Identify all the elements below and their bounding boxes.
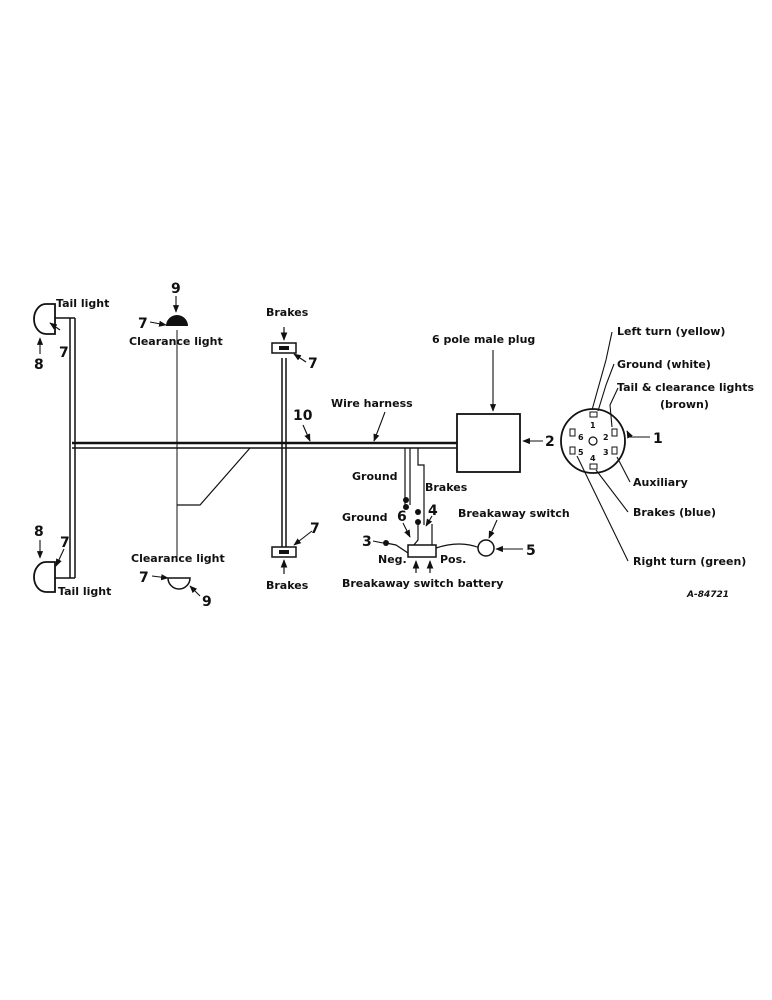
tail-light-top-label: Tail light: [56, 297, 109, 310]
clearance-light-top: [166, 315, 188, 326]
brake-top: [271, 327, 297, 354]
callout-6: 6: [397, 509, 407, 525]
ground-upper-label: Ground: [352, 470, 398, 483]
pin-2: 2: [603, 433, 609, 442]
callout-5: 5: [526, 543, 536, 559]
breakaway-switch: [477, 539, 495, 557]
callout-9-bottom: 9: [202, 594, 212, 610]
callout-7-brake-bottom: 7: [310, 521, 320, 537]
brakes-top-label: Brakes: [266, 306, 309, 319]
breakaway-wiring: [383, 448, 495, 573]
callout-7-tail-top: 7: [59, 345, 69, 361]
callout-7-brake-top: 7: [308, 356, 318, 372]
right-turn-label: Right turn (green): [633, 555, 746, 568]
clearance-light-top-label: Clearance light: [129, 335, 223, 348]
callout-8-top: 8: [34, 357, 44, 373]
callout-2: 2: [545, 434, 555, 450]
leader-lines: [36, 296, 650, 597]
auxiliary-label: Auxiliary: [633, 476, 688, 489]
breakaway-switch-label: Breakaway switch: [458, 507, 570, 520]
six-pole-plug-label: 6 pole male plug: [432, 333, 535, 346]
pin-3: 3: [603, 448, 609, 457]
drawing-code: A-84721: [686, 590, 729, 600]
left-turn-label: Left turn (yellow): [617, 325, 725, 338]
six-pole-plug-box: [456, 413, 521, 473]
ground-white-label: Ground (white): [617, 358, 711, 371]
brake-bottom: [271, 546, 297, 574]
wire-harness: [55, 317, 457, 579]
brakes-blue-label: Brakes (blue): [633, 506, 716, 519]
callout-10: 10: [293, 408, 313, 424]
wire-harness-label: Wire harness: [331, 397, 413, 410]
pin-1: 1: [590, 421, 596, 430]
callout-1: 1: [653, 431, 663, 447]
brakes-bottom-label: Brakes: [266, 579, 309, 592]
callout-9-top: 9: [171, 281, 181, 297]
brown-label: (brown): [660, 398, 709, 411]
callout-7-tail-bottom: 7: [60, 535, 70, 551]
brakes-mid-label: Brakes: [425, 481, 468, 494]
tail-clearance-label: Tail & clearance lights: [617, 381, 754, 394]
pin-4: 4: [590, 454, 596, 463]
breakaway-battery: [407, 544, 437, 558]
tail-light-bottom: [33, 561, 56, 593]
pos-label: Pos.: [440, 553, 466, 566]
neg-label: Neg.: [378, 553, 407, 566]
callout-3: 3: [362, 534, 372, 550]
tail-light-bottom-label: Tail light: [58, 585, 111, 598]
pin-5: 5: [578, 448, 584, 457]
callout-7-clear-top: 7: [138, 316, 148, 332]
connector-face: 1 2 3 4 5 6: [560, 408, 626, 474]
ground-lower-label: Ground: [342, 511, 388, 524]
breakaway-battery-label: Breakaway switch battery: [342, 577, 503, 590]
clearance-light-bottom: [167, 577, 191, 590]
clearance-light-bottom-label: Clearance light: [131, 552, 225, 565]
callout-8-bottom: 8: [34, 524, 44, 540]
callout-4: 4: [428, 503, 438, 519]
tail-light-top: [33, 303, 56, 335]
callout-7-clear-bottom: 7: [139, 570, 149, 586]
pin-6: 6: [578, 433, 584, 442]
